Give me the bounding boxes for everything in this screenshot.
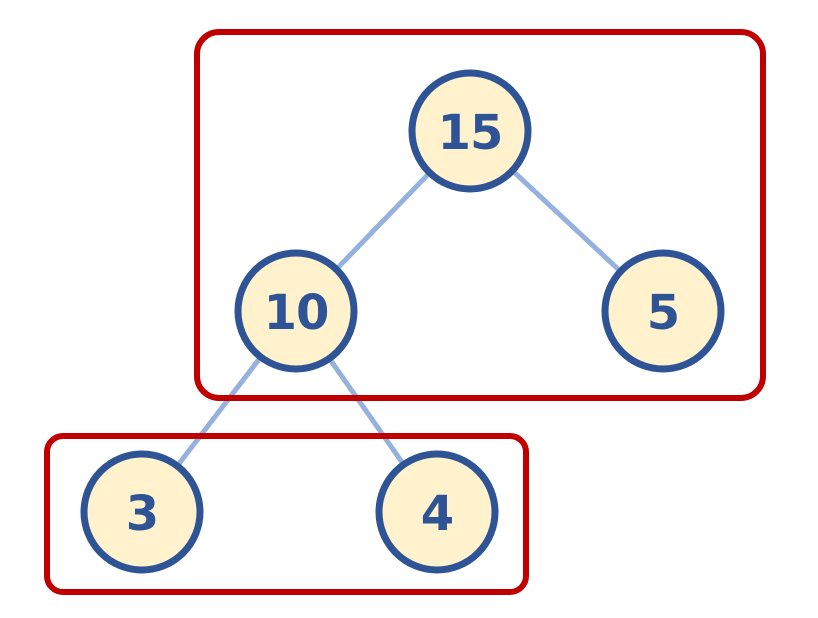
node-label-5: 5 <box>647 285 679 341</box>
tree-node-5: 5 <box>601 249 725 373</box>
tree-node-15: 15 <box>408 69 532 193</box>
node-label-15: 15 <box>438 105 503 161</box>
tree-node-3: 3 <box>80 450 204 574</box>
node-circle-5 <box>601 249 725 373</box>
node-label-10: 10 <box>264 285 329 341</box>
node-label-3: 3 <box>126 486 158 542</box>
group-outline-leaf-pair <box>44 433 529 595</box>
node-circle-15 <box>408 69 532 193</box>
node-circle-3 <box>80 450 204 574</box>
node-circle-10 <box>234 249 358 373</box>
tree-node-10: 10 <box>234 249 358 373</box>
tree-node-4: 4 <box>375 450 499 574</box>
group-outline-upper-subtree <box>194 29 766 401</box>
node-label-4: 4 <box>421 486 453 542</box>
node-circle-4 <box>375 450 499 574</box>
